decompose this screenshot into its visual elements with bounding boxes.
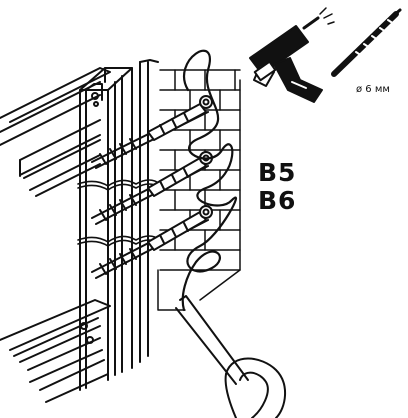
fixing-code-b5: B5 <box>258 158 297 187</box>
filler-squiggle <box>181 49 238 312</box>
drill-bit-size-label: ø 6 мм <box>356 84 390 95</box>
break-lines <box>77 179 161 247</box>
fixing-code-b6: B6 <box>258 186 297 215</box>
screwdriver-icon <box>175 295 286 418</box>
window-frame <box>0 59 159 403</box>
power-drill-icon <box>249 7 335 103</box>
drill-bit-icon <box>331 8 402 77</box>
anchor-screws <box>91 95 213 279</box>
